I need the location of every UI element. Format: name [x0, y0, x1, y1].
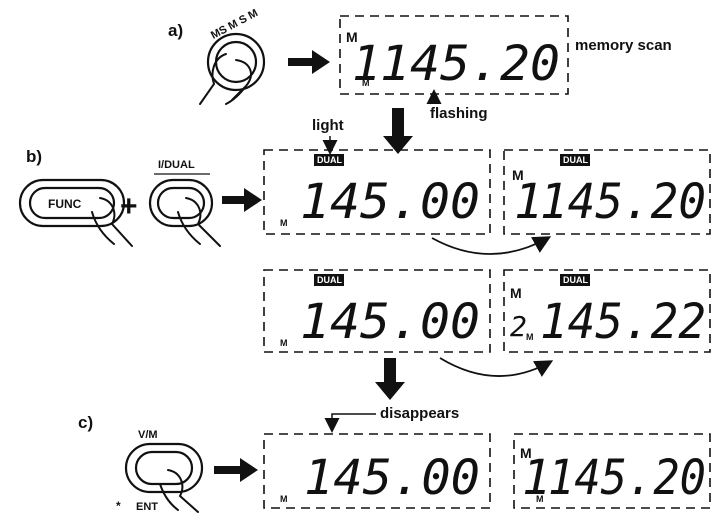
display-b3-frequency: 145.00	[300, 294, 480, 350]
display-b4-m: M	[510, 285, 522, 301]
display-b2-channel: 1	[514, 174, 543, 230]
disappears-pointer	[332, 414, 376, 430]
display-b2-frequency: 145.20	[540, 174, 706, 230]
right-arrow-icon	[214, 458, 258, 482]
display-b3-m: M	[280, 338, 288, 348]
display-a-frequency: 145.20	[380, 36, 560, 92]
dual-badge-text: DUAL	[563, 155, 588, 165]
disappears-label: disappears	[380, 405, 459, 422]
vm-enter-button[interactable]	[126, 444, 202, 492]
plus-sign: +	[120, 190, 138, 223]
right-arrow-icon	[222, 188, 262, 212]
display-b4-sub-m: M	[526, 332, 534, 342]
dual-button-label: I/DUAL	[158, 159, 195, 171]
step-b-label: b)	[26, 147, 42, 166]
display-b1-m: M	[280, 218, 288, 228]
func-button[interactable]: FUNC	[20, 180, 124, 226]
down-arrow-icon	[383, 108, 413, 154]
star-mark: *	[116, 499, 121, 513]
ent-label: ENT	[136, 501, 158, 513]
display-b4-frequency: 145.22	[540, 294, 706, 350]
display-c1-frequency: 145.00	[304, 450, 480, 506]
display-c2-frequency: 145.20	[548, 450, 706, 506]
dual-badge-text: DUAL	[317, 275, 342, 285]
right-arrow-icon	[288, 50, 330, 74]
display-c2-sub-m: M	[536, 494, 544, 504]
curved-arrow-icon	[440, 358, 550, 376]
light-label: light	[312, 117, 344, 134]
ms-button[interactable]: MS M S M	[208, 7, 264, 90]
dual-badge-text: DUAL	[317, 155, 342, 165]
down-arrow-icon	[375, 358, 405, 400]
display-b4-channel: 2	[510, 310, 527, 343]
display-a-sub-m: M	[362, 78, 370, 88]
dual-badge-text: DUAL	[563, 275, 588, 285]
display-c1-m: M	[280, 494, 288, 504]
step-c-label: c)	[78, 413, 93, 432]
curved-arrow-icon	[432, 238, 548, 254]
func-button-label: FUNC	[48, 197, 82, 211]
vm-label: V/M	[138, 429, 158, 441]
flashing-label: flashing	[430, 105, 488, 122]
step-a-label: a)	[168, 21, 183, 40]
display-b1-frequency: 145.00	[300, 174, 480, 230]
memory-scan-caption: memory scan	[575, 37, 672, 54]
